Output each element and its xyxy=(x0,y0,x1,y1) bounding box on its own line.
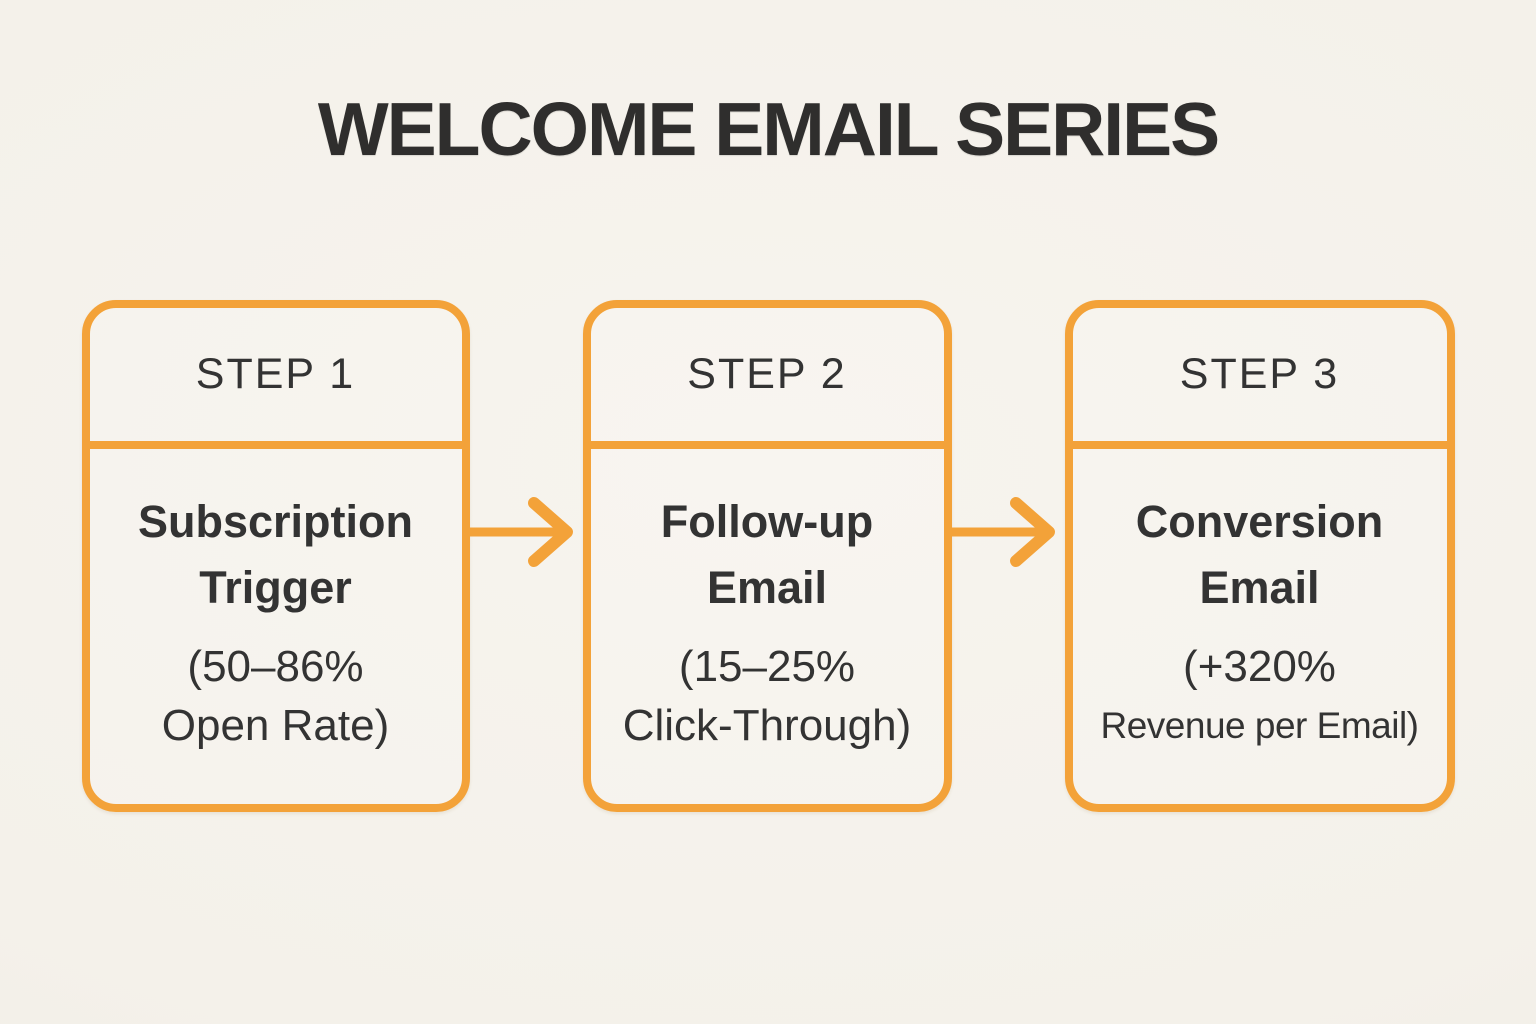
flow-diagram: STEP 1 Subscription Trigger (50–86% Open… xyxy=(0,300,1536,812)
step-1-name-line2: Trigger xyxy=(199,561,352,613)
page-title: WELCOME EMAIL SERIES xyxy=(317,87,1220,171)
arrow-right-icon xyxy=(951,497,1055,567)
step-3-divider xyxy=(1072,441,1447,449)
step-1-stat-line2: Open Rate) xyxy=(161,700,390,750)
step-1-stat-line1: (50–86% xyxy=(187,641,364,691)
arrow-right-icon xyxy=(469,497,573,567)
step-3-stat-line1: (+320% xyxy=(1183,641,1336,691)
step-1-header: STEP 1 xyxy=(195,350,356,398)
step-1-name-line1: Subscription xyxy=(137,495,413,547)
step-2-header: STEP 2 xyxy=(687,350,847,398)
step-2-name: Follow-up Email xyxy=(661,489,873,621)
step-2-divider xyxy=(590,441,944,449)
step-card-3: STEP 3 Conversion Email (+320% Revenue p… xyxy=(1064,300,1455,812)
step-1-divider xyxy=(89,441,462,449)
step-1-body: Subscription Trigger (50–86% Open Rate) xyxy=(90,449,462,804)
step-3-stat: (+320% Revenue per Email) xyxy=(1101,637,1419,755)
step-2-stat: (15–25% Click-Through) xyxy=(623,637,912,755)
step-2-body: Follow-up Email (15–25% Click-Through) xyxy=(591,449,944,804)
flow-arrow-2 xyxy=(951,300,1065,812)
step-2-name-line1: Follow-up xyxy=(660,495,874,547)
step-2-name-line2: Email xyxy=(706,561,828,613)
step-card-1: STEP 1 Subscription Trigger (50–86% Open… xyxy=(81,300,470,812)
step-1-name: Subscription Trigger xyxy=(138,489,413,621)
step-2-stat-line1: (15–25% xyxy=(678,641,856,691)
flow-arrow-1 xyxy=(469,300,583,812)
step-3-name-line1: Conversion xyxy=(1135,495,1384,547)
step-3-stat-line2: Revenue per Email) xyxy=(1100,704,1419,746)
step-1-stat: (50–86% Open Rate) xyxy=(162,637,389,755)
step-3-name-line2: Email xyxy=(1199,561,1320,613)
step-3-body: Conversion Email (+320% Revenue per Emai… xyxy=(1073,449,1447,804)
step-3-name: Conversion Email xyxy=(1136,489,1384,621)
step-card-2: STEP 2 Follow-up Email (15–25% Click-Thr… xyxy=(582,300,952,812)
step-3-header: STEP 3 xyxy=(1179,350,1340,398)
step-2-stat-line2: Click-Through) xyxy=(622,700,912,750)
